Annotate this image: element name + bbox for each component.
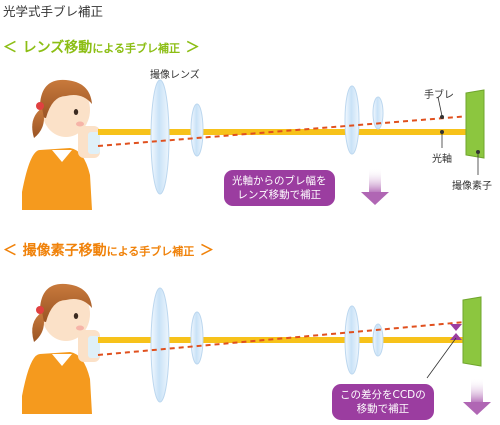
lens-2 [190, 103, 204, 157]
callout2-line1: この差分をCCDの [340, 389, 426, 401]
lens-5 [150, 287, 170, 403]
callout-lens-shift: 光軸からのブレ幅を レンズ移動で補正 [224, 170, 335, 206]
section1-heading: ＜ レンズ移動による手ブレ補正 ＞ [3, 37, 200, 57]
callout-line2: レンズ移動で補正 [237, 189, 322, 201]
section2-heading: ＜ 撮像素子移動による手ブレ補正 ＞ [3, 240, 214, 260]
person-illustration-2 [22, 283, 100, 414]
lens-3 [344, 85, 360, 155]
lens-1 [150, 79, 170, 195]
lens-4 [372, 96, 384, 130]
heading2-main: 撮像素子移動 [22, 243, 107, 259]
page-title: 光学式手ブレ補正 [3, 4, 104, 19]
heading-main: レンズ移動 [22, 40, 93, 56]
shake-line-2 [97, 321, 466, 356]
lens-7 [344, 305, 360, 375]
heading-sub: による手ブレ補正 [92, 42, 180, 55]
lens-label: 撮像レンズ [150, 70, 200, 81]
down-arrow-1 [361, 168, 389, 205]
sensor-label: 撮像素子 [452, 181, 492, 192]
lens-8 [372, 323, 384, 357]
callout-line1: 光軸からのブレ幅を [232, 175, 327, 187]
shake-label: 手ブレ [424, 90, 454, 101]
heading2-sub: による手ブレ補正 [106, 245, 195, 258]
axis-label: 光軸 [432, 154, 452, 165]
heading-bracket-open: ＜ [3, 40, 17, 56]
section1-diagram [22, 79, 485, 210]
callout-sensor-shift: この差分をCCDの 移動で補正 [332, 384, 434, 420]
axis-leader-dot [440, 130, 444, 134]
image-sensor-2 [462, 296, 482, 367]
callout2-line2: 移動で補正 [356, 403, 410, 415]
lens-6 [190, 311, 204, 365]
heading-bracket-close: ＞ [185, 40, 200, 56]
person-illustration [22, 79, 100, 210]
image-sensor [465, 89, 485, 159]
difference-leader [426, 337, 457, 379]
down-arrow-2 [463, 378, 491, 415]
shake-leader [437, 96, 443, 117]
shake-leader-dot [440, 115, 444, 119]
sensor-leader-dot [476, 150, 480, 154]
difference-marker [450, 324, 462, 340]
section2-diagram [22, 283, 491, 415]
heading2-bracket-close: ＞ [199, 243, 214, 259]
heading2-bracket-open: ＜ [3, 243, 17, 259]
